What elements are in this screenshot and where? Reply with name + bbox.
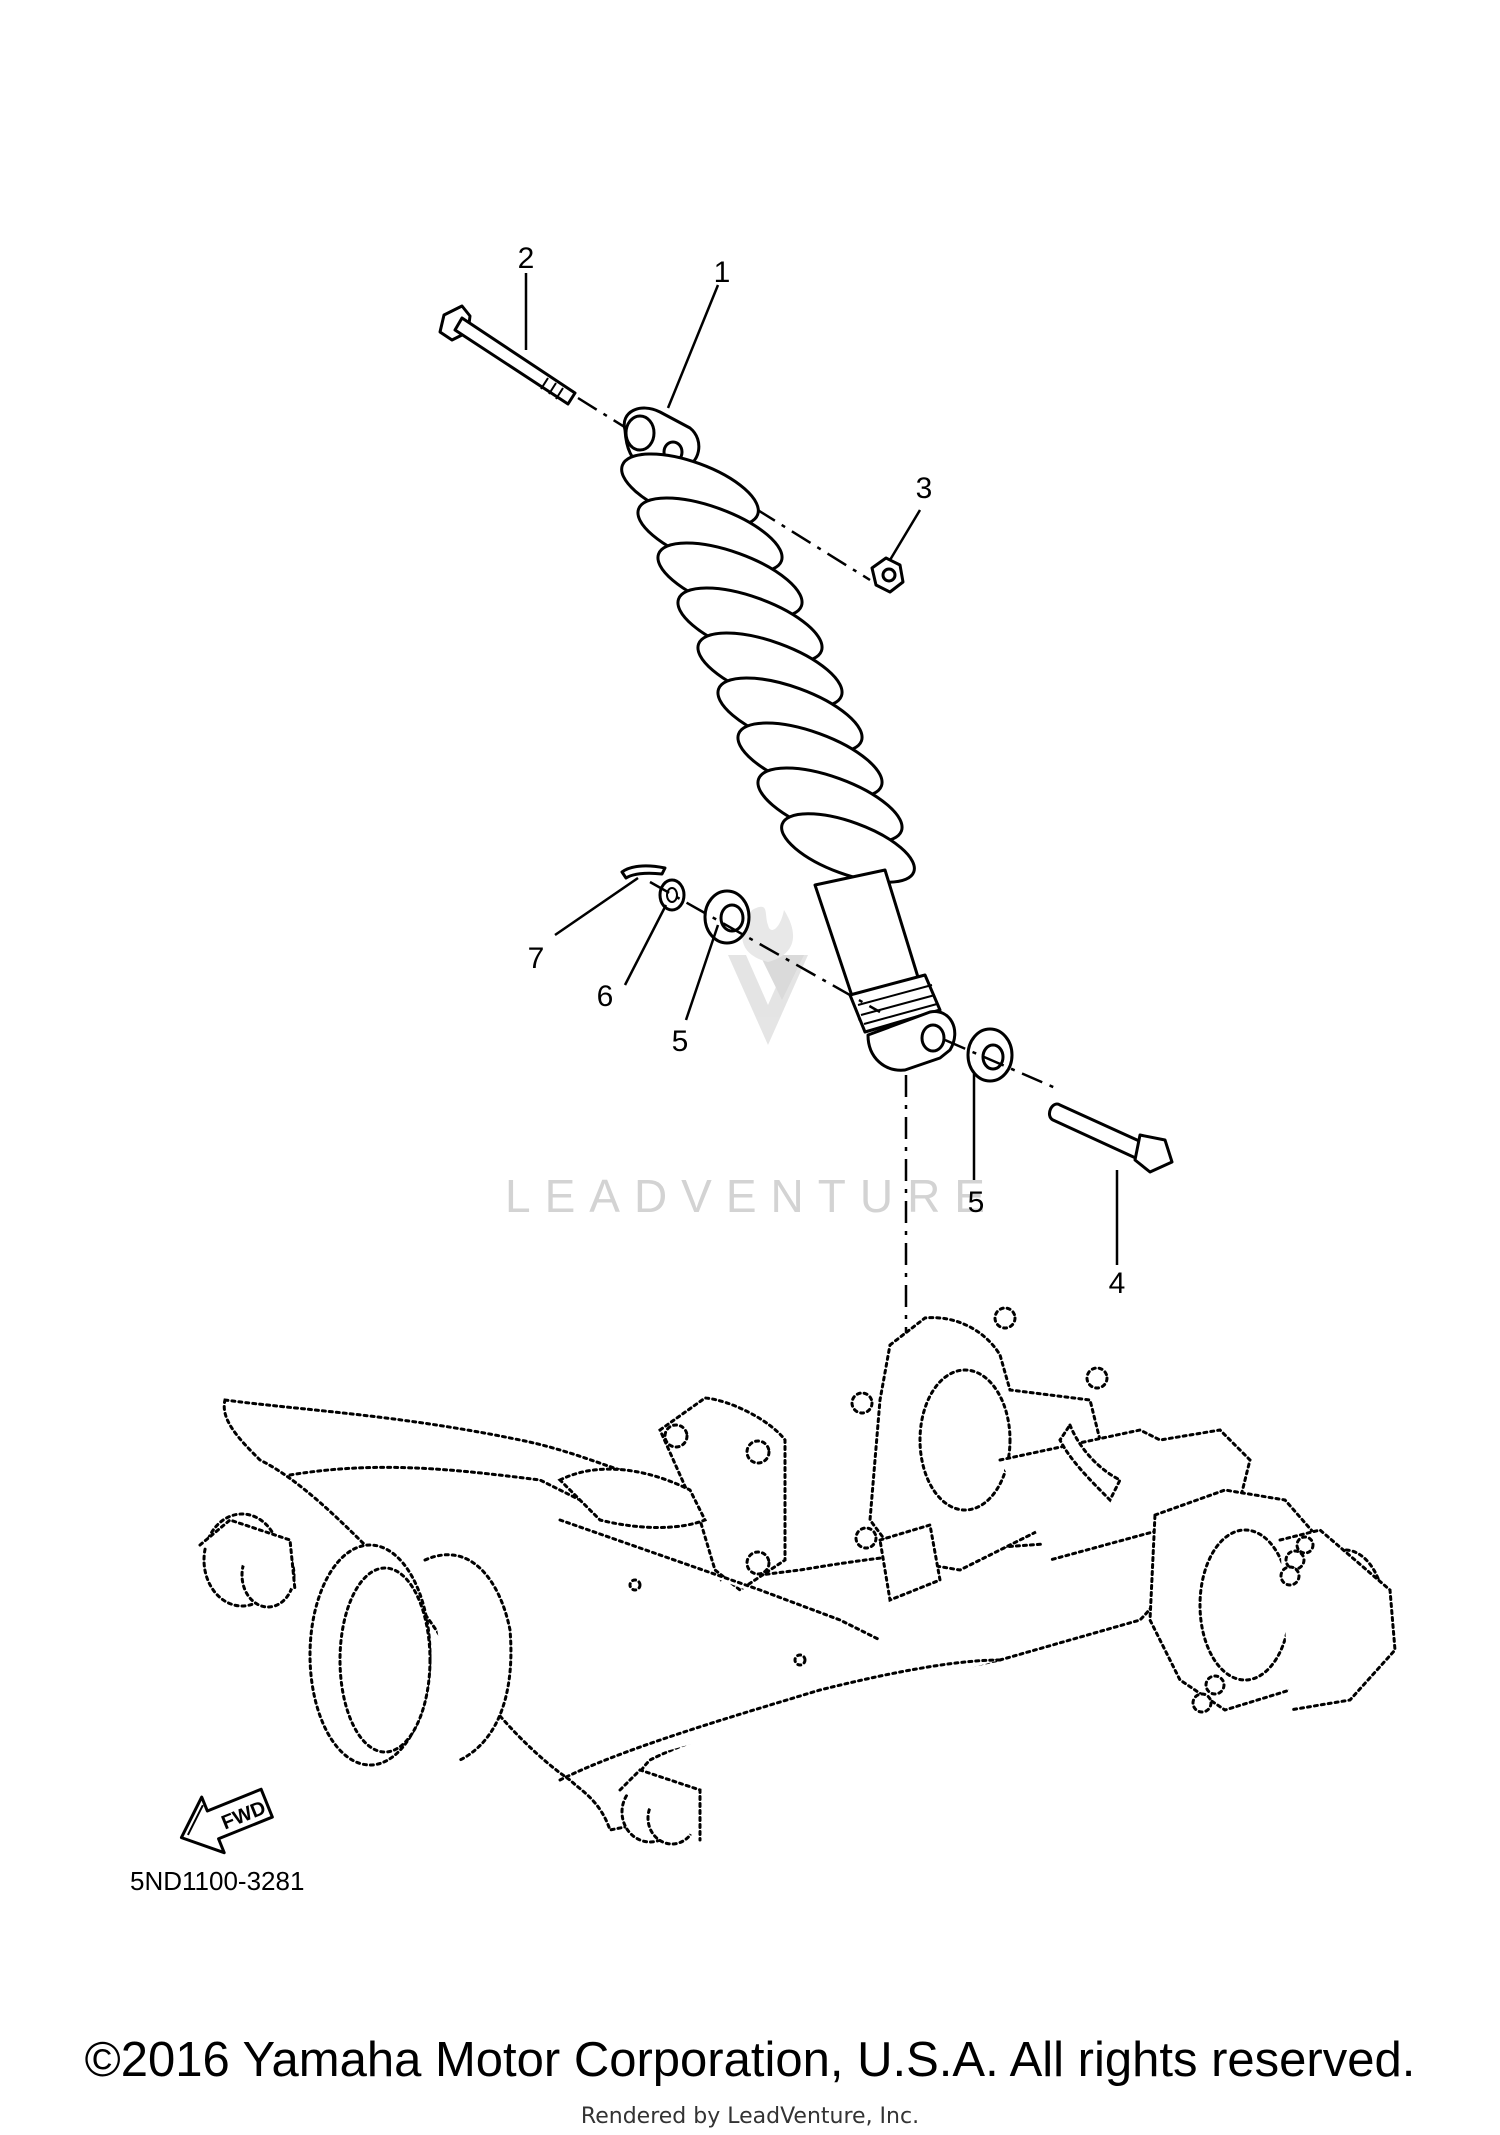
bolt-upper — [438, 304, 577, 406]
axis-lower-left — [649, 880, 881, 1014]
callout-5a: 5 — [672, 1025, 689, 1058]
callout-6: 6 — [597, 980, 614, 1013]
callout-2: 2 — [518, 242, 535, 275]
bolt-lower — [1048, 1102, 1174, 1174]
swing-arm — [198, 1306, 1397, 1846]
axis-lower-right — [944, 1038, 1061, 1092]
leader-lines — [524, 273, 1119, 1265]
callout-1: 1 — [714, 256, 731, 289]
callout-3: 3 — [916, 472, 933, 505]
fwd-arrow-icon: FWD — [179, 1787, 274, 1855]
nut — [870, 556, 905, 594]
callout-5b: 5 — [968, 1186, 985, 1219]
collar-right — [966, 1027, 1014, 1083]
collar-left — [703, 889, 751, 945]
callout-7: 7 — [528, 942, 545, 975]
washer — [658, 878, 686, 912]
watermark-text: LEADVENTURE — [505, 1170, 999, 1222]
shock-absorber — [620, 406, 957, 1072]
copyright-notice: ©2016 Yamaha Motor Corporation, U.S.A. A… — [84, 2033, 1416, 2087]
cotter-pin — [620, 864, 667, 880]
diagram-code: 5ND1100-3281 — [130, 1866, 304, 1896]
rendered-by-notice: Rendered by LeadVenture, Inc. — [580, 2104, 920, 2129]
callout-4: 4 — [1109, 1267, 1126, 1300]
spring-coils — [620, 452, 916, 884]
